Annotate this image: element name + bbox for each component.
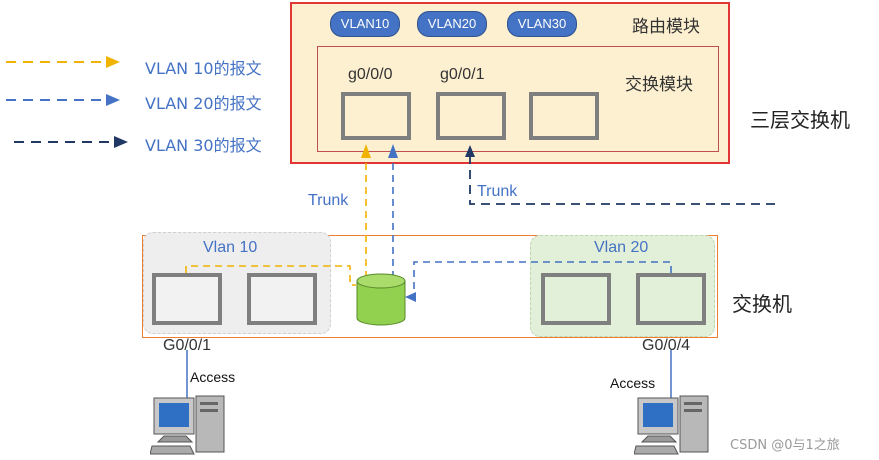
routing-module-label: 路由模块 xyxy=(632,17,700,37)
vlanif-30-pill: VLAN30 xyxy=(507,11,577,37)
l2-port-g0-0-4 xyxy=(636,273,706,325)
legend-label-vlan20: VLAN 20的报文 xyxy=(145,94,262,113)
l3-port-3 xyxy=(529,92,599,140)
access-label-right: Access xyxy=(610,375,656,391)
trunk-label-right: Trunk xyxy=(477,183,518,200)
trunk-label-left: Trunk xyxy=(308,192,349,209)
vlanif-20-pill: VLAN20 xyxy=(417,11,487,37)
vlanif-10-pill: VLAN10 xyxy=(330,11,400,37)
switch-fabric-cylinder xyxy=(356,273,406,326)
l3-switch-title: 三层交换机 xyxy=(750,108,850,132)
switching-module-label: 交换模块 xyxy=(625,75,693,95)
access-label-left: Access xyxy=(190,369,236,385)
l3-port-label-g0-0-0: g0/0/0 xyxy=(348,66,393,83)
switching-module-box xyxy=(317,46,719,152)
watermark: CSDN @0与1之旅 xyxy=(730,438,840,453)
l2-switch-title: 交换机 xyxy=(732,292,792,316)
legend-label-vlan30: VLAN 30的报文 xyxy=(145,136,262,155)
pc-icon-right xyxy=(634,395,709,455)
l3-port-g0-0-1 xyxy=(436,92,506,140)
l2-port-3 xyxy=(541,273,611,325)
pc-icon-left xyxy=(150,395,225,455)
l2-port-2 xyxy=(247,273,317,325)
l3-port-label-g0-0-1: g0/0/1 xyxy=(440,66,485,83)
l2-port-g0-0-1 xyxy=(152,273,222,325)
legend-label-vlan10: VLAN 10的报文 xyxy=(145,59,262,78)
l2-port-label-g0-0-4: G0/0/4 xyxy=(642,337,691,354)
l3-port-g0-0-0 xyxy=(341,92,411,140)
vlan20-label: Vlan 20 xyxy=(594,239,649,256)
vlan10-label: Vlan 10 xyxy=(203,239,258,256)
l2-port-label-g0-0-1: G0/0/1 xyxy=(163,337,212,354)
